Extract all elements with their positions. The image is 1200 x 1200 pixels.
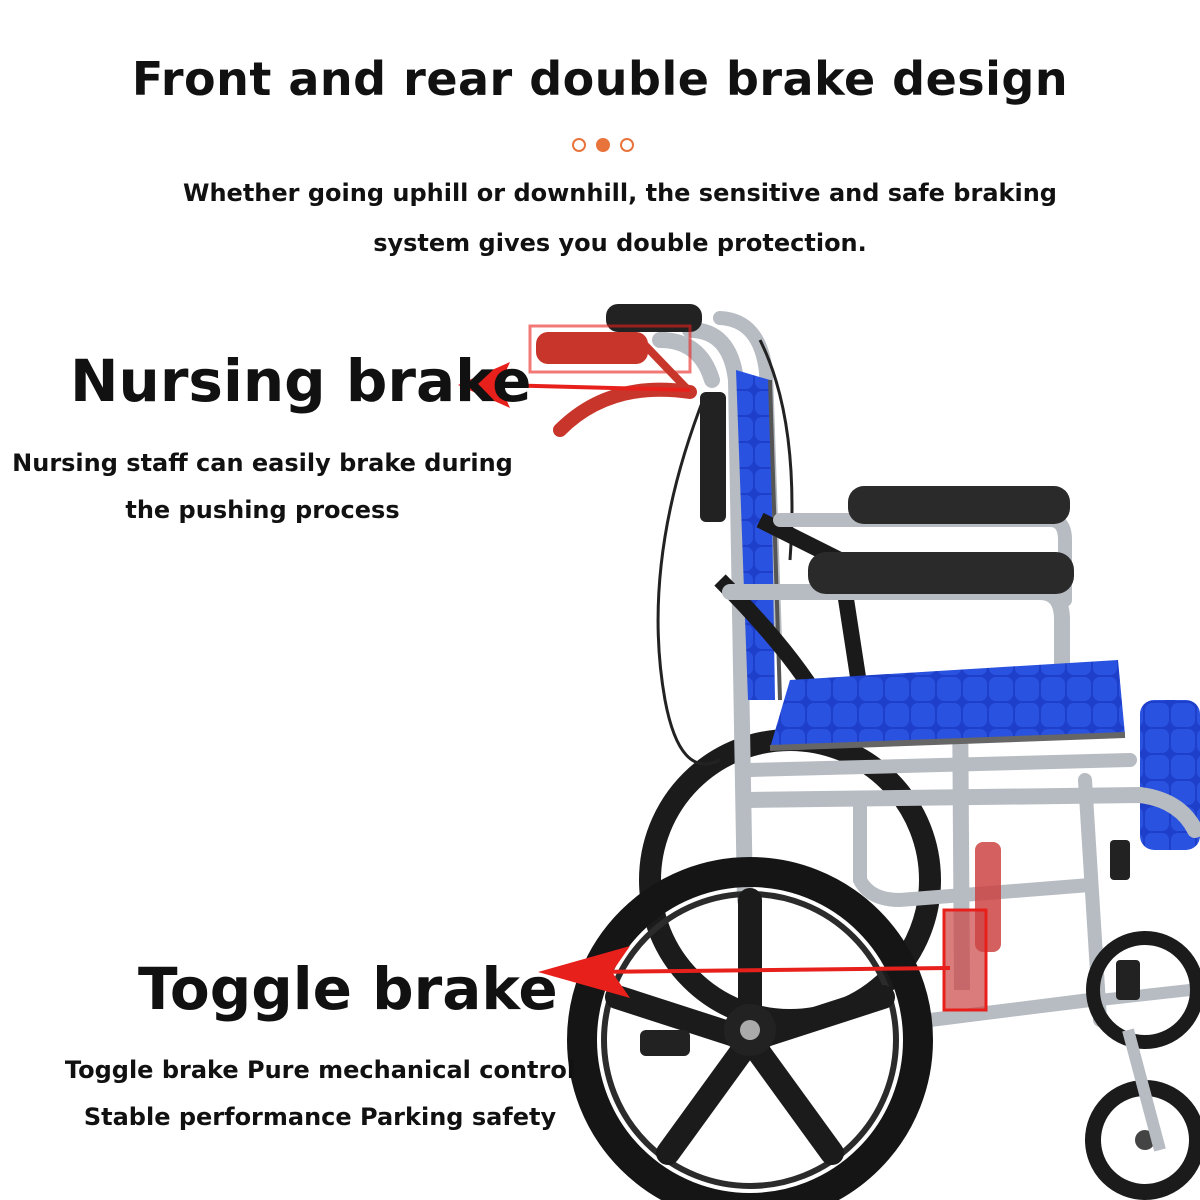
nursing-brake-heading: Nursing brake [70, 347, 532, 415]
subtitle-line: system gives you double protection. [373, 229, 867, 257]
description-line: Nursing staff can easily brake during [12, 449, 513, 477]
nursing-brake-description: Nursing staff can easily brake during th… [0, 440, 525, 534]
page-title: Front and rear double brake design [131, 52, 1069, 106]
description-line: Toggle brake Pure mechanical control [64, 1056, 576, 1084]
arrow-left-icon [458, 362, 691, 408]
toggle-brake [942, 842, 1001, 1012]
toggle-brake-heading: Toggle brake [138, 955, 558, 1023]
toggle-brake-description: Toggle brake Pure mechanical control Sta… [40, 1047, 600, 1141]
back-frame [652, 311, 782, 908]
subtitle-line: Whether going uphill or downhill, the se… [183, 179, 1057, 207]
description-line: Stable performance Parking safety [83, 1103, 557, 1131]
description-line: the pushing process [125, 496, 400, 524]
front-casters [1085, 840, 1200, 1200]
lower-frame [737, 753, 1200, 1027]
near-rear-wheel [567, 857, 933, 1200]
page-subtitle: Whether going uphill or downhill, the se… [150, 168, 1090, 268]
decorative-dots-icon [572, 138, 634, 152]
arrow-left-icon [538, 946, 951, 998]
seat-cushion [769, 660, 1200, 850]
